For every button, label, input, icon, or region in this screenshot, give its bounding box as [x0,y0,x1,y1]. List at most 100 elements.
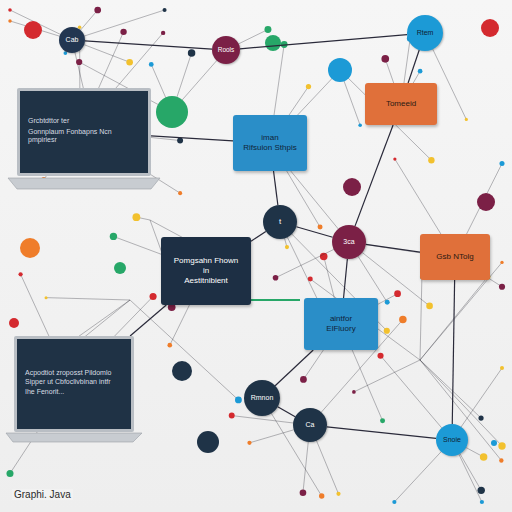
node-text: Rifsuion Sthpis [243,143,296,153]
link-dot [480,500,484,504]
link-dot [384,328,390,334]
node-text: t [279,217,281,227]
background-link [354,360,420,392]
link-dot [300,489,307,496]
link-dot [247,441,251,445]
connector [274,171,278,205]
link-dot [150,293,157,300]
node-text: Rools [218,46,235,54]
connector [296,227,332,238]
connector [275,350,313,386]
laptop-base [8,178,160,189]
circle-node: Cab [59,27,85,53]
navy-dot [197,431,219,453]
node-text: Aestitnibient [184,276,228,286]
connector [130,305,166,336]
link-dot [149,62,154,67]
laptop-base [6,433,142,442]
link-dot [478,487,485,494]
link-dot [318,225,323,230]
link-dot [499,161,504,166]
circle-node: Rools [212,36,240,64]
background-link [420,360,481,418]
laptop-screen: Acpodtiot zroposst Pildomlo Sipper ut Cb… [14,336,134,432]
link-dot [8,19,11,22]
connector [355,125,393,226]
process-box: Pomgsahn FhowninAestitnibient [161,237,251,305]
node-text: Ca [306,421,315,430]
link-dot [393,157,396,160]
background-links [6,7,505,504]
green-dot [265,35,281,51]
connector [240,35,407,49]
connector [366,244,420,252]
teal-dot [328,58,352,82]
link-dot [352,390,356,394]
process-box: Tomeeid [365,83,437,125]
connector [151,136,233,141]
link-dot [167,343,172,348]
green-node [156,96,188,128]
node-text: ElFluory [326,324,355,334]
link-dot [76,59,82,65]
connector [251,231,266,241]
circle-node: Ca [293,408,327,442]
node-text: Rtem [417,29,434,38]
circle-node: 3ca [332,225,366,259]
node-text: Tomeeid [386,99,416,109]
background-link [46,298,130,300]
circle-node: t [263,205,297,239]
link-dot [358,123,362,127]
link-dot [381,55,389,63]
circle-node: Snoie [436,424,468,456]
link-dot [498,442,505,449]
teal-dot [491,440,497,446]
process-box: aintforElFluory [304,298,378,350]
laptop-screen: Grcbtdttor terGonnplaum Fonbapns Ncn pmp… [17,88,151,176]
circle-node: Rmnon [244,380,280,416]
link-dot [306,84,311,89]
connector [278,407,295,417]
node-text: iman [261,133,278,143]
node-text: Snoie [443,436,461,445]
link-dot [399,316,407,324]
link-dot [285,245,289,249]
link-dot [418,69,423,74]
node-text: in [203,266,209,276]
node-text: Gsb NTolg [436,252,473,262]
link-dot [18,272,22,276]
circle-node: Rtem [407,15,443,51]
link-dot [480,453,488,461]
background-link [420,277,422,360]
green-link [250,299,300,301]
link-dot [499,284,505,290]
link-dot [319,493,324,498]
link-dot [178,191,182,195]
node-text: Ihe Fenorit... [25,388,64,397]
link-dot [229,413,235,419]
link-dot [394,290,401,297]
link-dot [308,277,313,282]
link-dot [110,233,117,240]
node-text: Gonnplaum Fonbapns Ncn pmpiriesr [28,128,140,146]
node-text: aintfor [330,314,352,324]
red-dot [9,318,19,328]
navy-dot [172,361,192,381]
node-text: Pomgsahn Fhown [174,256,238,266]
link-dot [500,261,503,264]
link-dot [336,492,340,496]
link-dot [499,458,503,462]
green-dot [114,262,126,274]
link-dot [8,8,12,12]
connector [327,427,436,439]
node-text: Grcbtdttor ter [28,117,69,126]
link-dot [320,253,328,261]
link-dot [94,7,101,14]
connector [452,280,454,424]
link-dot [188,49,195,56]
connector [344,259,348,298]
red-dot [24,21,42,39]
maroon-dot [343,178,361,196]
link-dot [478,415,483,420]
orange-dot [20,238,40,258]
